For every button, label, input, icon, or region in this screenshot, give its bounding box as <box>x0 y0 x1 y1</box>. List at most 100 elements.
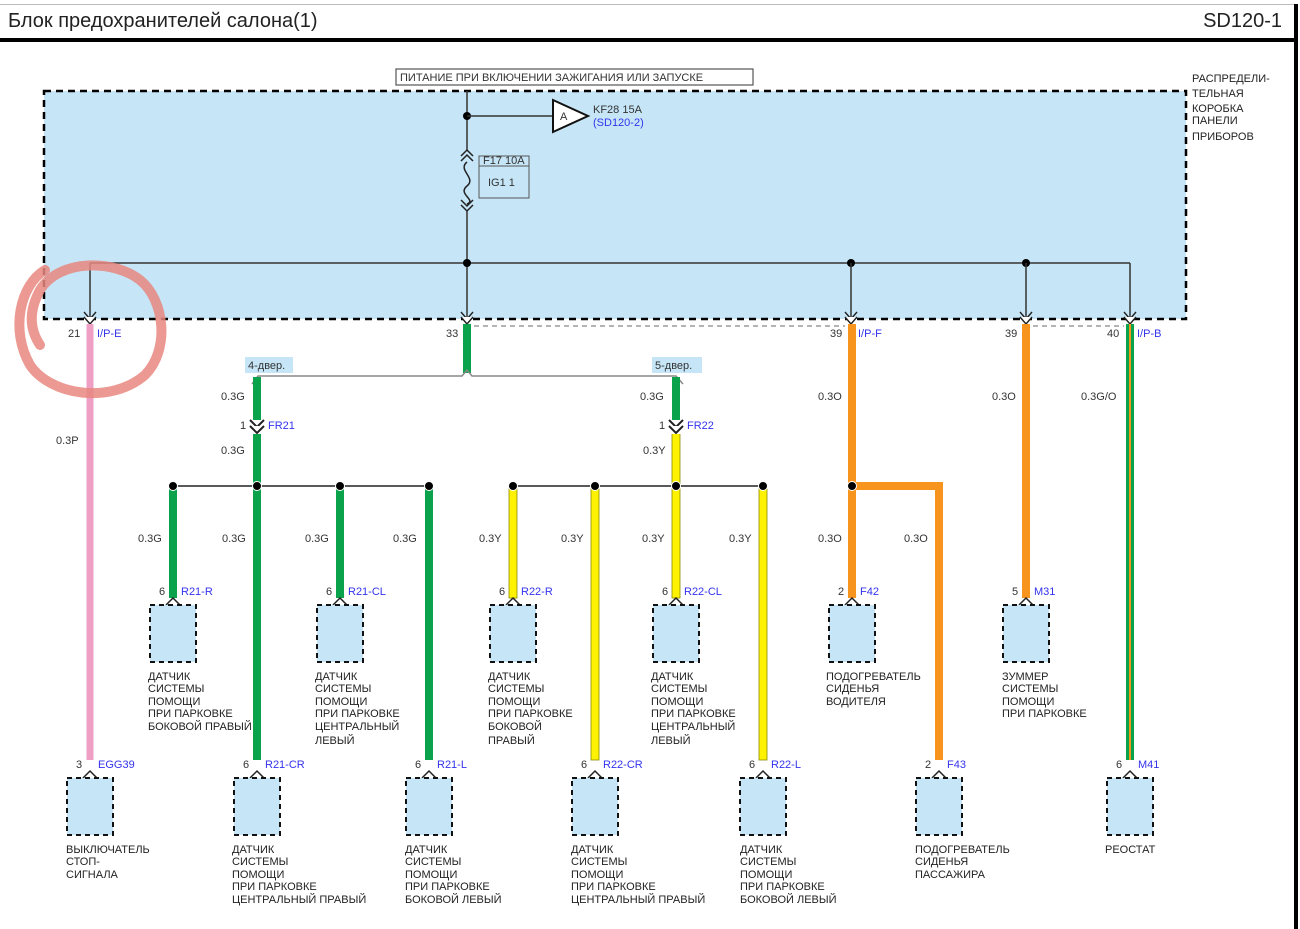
inline-connector-fr22-icon <box>668 419 684 435</box>
jb-line-2: ТЕЛЬНАЯ <box>1192 88 1244 100</box>
component-desc-line: ВЫКЛЮЧАТЕЛЬ <box>66 844 150 856</box>
component-desc-line: ЦЕНТРАЛЬНЫЙ ПРАВЫЙ <box>571 893 705 906</box>
connector-ip-e[interactable]: I/P-E <box>97 328 121 340</box>
component-desc-line: ПОМОЩИ <box>405 869 457 881</box>
splice-dot <box>335 481 345 491</box>
component-r21-r[interactable]: 6 R21-R ДАТЧИК СИСТЕМЫ ПОМОЩИ ПРИ ПАРКОВ… <box>148 586 252 733</box>
component-desc-line: СИСТЕМЫ <box>651 683 707 695</box>
component-desc-line: ПОМОЩИ <box>488 696 540 708</box>
splice-dot <box>758 481 768 491</box>
component-desc-line: СИСТЕМЫ <box>405 856 461 868</box>
component-desc-line: ДАТЧИК <box>315 671 358 683</box>
connector-a-letter: A <box>560 111 568 123</box>
component-desc-line: ПАССАЖИРА <box>915 869 986 881</box>
component-r22-l[interactable]: 6 R22-L ДАТЧИК СИСТЕМЫ ПОМОЩИ ПРИ ПАРКОВ… <box>739 759 837 906</box>
wire-label-o1: 0.3O <box>818 533 842 545</box>
component-desc-line: ПРАВЫЙ <box>488 734 535 747</box>
component-connector[interactable]: R21-CR <box>265 759 305 771</box>
component-r21-cl[interactable]: 6 R21-CL ДАТЧИК СИСТЕМЫ ПОМОЩИ ПРИ ПАРКО… <box>315 586 400 747</box>
component-desc-line: СИСТЕМЫ <box>315 683 371 695</box>
component-f42[interactable]: 2 F42 ПОДОГРЕВАТЕЛЬ СИДЕНЬЯ ВОДИТЕЛЯ <box>826 586 921 708</box>
component-connector[interactable]: EGG39 <box>98 759 135 771</box>
connector-ip-f[interactable]: I/P-F <box>858 328 882 340</box>
splice-dot <box>168 481 178 491</box>
component-desc-line: ПОДОГРЕВАТЕЛЬ <box>915 844 1010 856</box>
component-desc-line: ПРИ ПАРКОВКЕ <box>148 708 233 720</box>
variant-right-bg <box>652 357 702 373</box>
wire-label-g2: 0.3G <box>222 533 246 545</box>
component-r21-l[interactable]: 6 R21-L ДАТЧИК СИСТЕМЫ ПОМОЩИ ПРИ ПАРКОВ… <box>405 759 502 906</box>
pin-40: 40 <box>1107 328 1119 340</box>
connector-a-icon <box>552 98 591 134</box>
pin-39-b: 39 <box>1005 328 1017 340</box>
component-connector[interactable]: M41 <box>1138 759 1159 771</box>
jb-line-4: ПАНЕЛИ <box>1192 115 1238 127</box>
wire-yellow-r22-cl[interactable] <box>671 485 681 599</box>
component-desc-line: ПОМОЩИ <box>232 869 284 881</box>
component-r22-cl[interactable]: 6 R22-CL ДАТЧИК СИСТЕМЫ ПОМОЩИ ПРИ ПАРКО… <box>651 586 736 747</box>
component-desc-line: ЦЕНТРАЛЬНЫЙ <box>651 720 735 733</box>
component-desc-line: ДАТЧИК <box>405 844 448 856</box>
component-connector[interactable]: R21-CL <box>348 586 386 598</box>
component-desc-line: СИСТЕМЫ <box>740 856 796 868</box>
variant-bar <box>251 368 684 385</box>
fuse-box <box>478 155 530 199</box>
wire-yellow-r22-l[interactable] <box>758 485 768 761</box>
component-connector[interactable]: R22-CR <box>603 759 643 771</box>
component-r21-cr[interactable]: 6 R21-CR ДАТЧИК СИСТЕМЫ ПОМОЩИ ПРИ ПАРКО… <box>232 759 366 906</box>
connector-ip-b[interactable]: I/P-B <box>1137 328 1161 340</box>
component-desc-line: БОКОВОЙ ПРАВЫЙ <box>148 720 252 733</box>
component-connector[interactable]: M31 <box>1034 586 1055 598</box>
fr21-name[interactable]: FR21 <box>268 420 295 432</box>
component-desc-line: ПРИ ПАРКОВКЕ <box>740 881 825 893</box>
wire-label-y3: 0.3Y <box>642 533 665 545</box>
wire-yellow-r22-r[interactable] <box>508 485 518 599</box>
component-r22-r[interactable]: 6 R22-R ДАТЧИК СИСТЕМЫ ПОМОЩИ ПРИ ПАРКОВ… <box>488 586 573 747</box>
splice-dot <box>252 481 262 491</box>
component-m41[interactable]: 6 M41 РЕОСТАТ <box>1105 759 1159 856</box>
component-desc-line: ПОМОЩИ <box>740 869 792 881</box>
power-label: ПИТАНИЕ ПРИ ВКЛЮЧЕНИИ ЗАЖИГАНИЯ ИЛИ ЗАПУ… <box>400 72 703 84</box>
fr22-name[interactable]: FR22 <box>687 420 714 432</box>
component-desc-line: ЦЕНТРАЛЬНЫЙ <box>315 720 399 733</box>
pin-33: 33 <box>446 328 458 340</box>
component-f43[interactable]: 2 F43 ПОДОГРЕВАТЕЛЬ СИДЕНЬЯ ПАССАЖИРА <box>915 759 1010 881</box>
wire-label-fr22-top: 0.3G <box>640 391 664 403</box>
wire-label-o2: 0.3O <box>904 533 928 545</box>
component-pin: 3 <box>76 759 82 771</box>
component-pin: 6 <box>581 759 587 771</box>
wire-yellow-r22-cr[interactable] <box>590 485 600 761</box>
component-pin: 6 <box>243 759 249 771</box>
component-pin: 6 <box>415 759 421 771</box>
inline-connector-fr21-icon <box>249 419 265 435</box>
component-egg39[interactable]: 3 EGG39 ВЫКЛЮЧАТЕЛЬ СТОП- СИГНАЛА <box>66 759 150 881</box>
component-pin: 6 <box>326 586 332 598</box>
fr21-pin: 1 <box>240 420 246 432</box>
wire-label-fr21-bottom: 0.3G <box>221 445 245 457</box>
page-header: Блок предохранителей салона(1) SD120-1 <box>0 4 1294 39</box>
component-connector[interactable]: R22-R <box>521 586 553 598</box>
component-connector[interactable]: R21-R <box>181 586 213 598</box>
wire-orange-f43[interactable] <box>852 482 943 760</box>
component-desc-line: СИСТЕМЫ <box>488 683 544 695</box>
component-desc-line: БОКОВОЙ ЛЕВЫЙ <box>405 893 502 906</box>
component-m31[interactable]: 5 M31 ЗУММЕР СИСТЕМЫ ПОМОЩИ ПРИ ПАРКОВКЕ <box>1002 586 1087 720</box>
component-connector[interactable]: F43 <box>947 759 966 771</box>
component-connector[interactable]: R21-L <box>437 759 467 771</box>
component-desc-line: ПОМОЩИ <box>315 696 367 708</box>
jb-line-1: РАСПРЕДЕЛИ- <box>1192 73 1270 85</box>
wire-label-o-main: 0.3O <box>818 391 842 403</box>
variant-left-bg <box>245 357 293 373</box>
component-connector[interactable]: R22-CL <box>684 586 722 598</box>
wire-label-o-m31: 0.3O <box>992 391 1016 403</box>
fuse-icon <box>460 148 474 213</box>
component-r22-cr[interactable]: 6 R22-CR ДАТЧИК СИСТЕМЫ ПОМОЩИ ПРИ ПАРКО… <box>571 759 705 906</box>
component-pin: 6 <box>749 759 755 771</box>
component-connector[interactable]: F42 <box>860 586 879 598</box>
right-border <box>1294 4 1298 929</box>
connector-a-ref[interactable]: (SD120-2) <box>593 117 644 129</box>
component-pin: 5 <box>1012 586 1018 598</box>
component-connector[interactable]: R22-L <box>771 759 801 771</box>
wire-label-g4: 0.3G <box>393 533 417 545</box>
component-desc-line: ДАТЧИК <box>651 671 694 683</box>
